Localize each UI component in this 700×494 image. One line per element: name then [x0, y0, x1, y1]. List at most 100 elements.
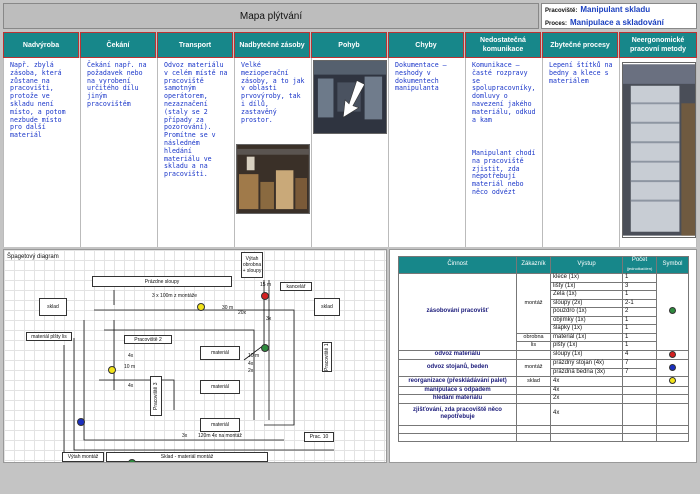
output-cell: sloupy (2x): [550, 298, 623, 308]
material-box-2: materiál: [200, 380, 240, 394]
count-cell: 1: [622, 273, 657, 283]
marker-red: [261, 292, 269, 300]
col-transport: Odvoz materiálu v celém místě na pracovi…: [157, 58, 234, 247]
symbol-red: [669, 350, 676, 358]
count-cell: 1: [622, 315, 657, 325]
count-cell: [622, 376, 657, 387]
count-cell: 7: [622, 367, 657, 378]
route-label-2: 120m 4x na montáž: [198, 433, 242, 439]
output-cell: prázdný stojan (4x): [550, 359, 623, 369]
header-nedostatecna-komunikace: Nedostatečná komunikace: [465, 32, 541, 58]
customer-obrobna: obrobna: [516, 332, 551, 342]
count-20x: 20x: [238, 310, 247, 316]
activity-table-panel: Činnost Zákazník Výstup Počet(jednotka/d…: [389, 249, 697, 463]
header-chyby: Chyby: [388, 32, 464, 58]
col-chyby: Dokumentace – neshody v dokumentech mani…: [388, 58, 465, 247]
output-cell: objímky (1x): [550, 315, 623, 325]
material-box-3: materiál: [200, 418, 240, 432]
count-cell: 7: [622, 359, 657, 369]
output-cell: materiál (1x): [550, 332, 623, 342]
th-cinnost: Činnost: [398, 256, 517, 274]
header-nadbytecne-zasoby: Nadbytečné zásoby: [234, 32, 310, 58]
output-cell: klece (1x): [550, 273, 623, 283]
count-cell: 1: [622, 341, 657, 351]
output-cell: 4x: [550, 376, 623, 387]
pracoviste-3: Pracoviště 3: [150, 376, 162, 416]
symbol-cell-yellow: [656, 376, 689, 387]
customer-cell: [516, 349, 551, 361]
movement-photo: [313, 60, 387, 134]
th-zakaznik: Zákazník: [516, 256, 551, 274]
activity-zjistovani: zjišťování, zda pracoviště něco nepotřeb…: [398, 402, 517, 426]
prazdne-sloupy: Prázdne sloupy: [92, 276, 232, 287]
workplace-value: Manipulant skladu: [580, 5, 651, 14]
count-cell: 2-1: [622, 298, 657, 308]
text-transport: Odvoz materiálu v celém místě na pracovi…: [164, 61, 228, 179]
header-nadvyroba: Nadvýroba: [3, 32, 79, 58]
text-cekani: Čekání např. na požadavek nebo na vyrobe…: [87, 61, 147, 108]
bottom-strip: [3, 465, 697, 491]
process-value: Manipulace a skladování: [570, 18, 664, 27]
customer-sklad: sklad: [516, 376, 551, 387]
dist-30: 30 m: [222, 305, 234, 311]
process-label: Proces:: [545, 21, 568, 27]
symbol-green: [669, 307, 676, 315]
count-cell: 1: [622, 290, 657, 300]
spaghetti-diagram-panel: Špagetový diagram Výtah obrobna + sloupy…: [3, 249, 387, 463]
activity-table: Činnost Zákazník Výstup Počet(jednotka/d…: [398, 256, 689, 443]
header-zbytecne-procesy: Zbytečné procesy: [542, 32, 618, 58]
kancelar: kancelář: [280, 282, 312, 291]
count-cell: 1: [622, 332, 657, 342]
warehouse-stock-photo: [236, 144, 310, 214]
info-box: Pracoviště:Manipulant skladu Proces:Mani…: [541, 3, 697, 29]
output-cell: pouzdro (1x): [550, 307, 623, 317]
text-nadbytecne: Velké mezioperační zásoby, a to jak v ob…: [241, 61, 305, 124]
customer-montaz-2: montáž: [516, 359, 551, 378]
activity-odvoz-materialu: odvoz materiálu: [398, 349, 517, 361]
count-4x-3: 4x: [248, 361, 254, 367]
sklad-material-montaz: Sklad - materiál montáž: [106, 452, 268, 462]
col-nadvyroba: Např. zbylá zásoba, která zůstane na pra…: [3, 58, 80, 247]
material-platy-lis: materiál plšty lis: [26, 332, 72, 341]
pracoviste-2: Pracoviště 2: [124, 335, 172, 344]
prac-10: Prac. 10: [304, 432, 334, 442]
symbol-cell-green: [656, 273, 689, 351]
output-cell: plšty (1x): [550, 341, 623, 351]
output-cell: Zela (1x): [550, 290, 623, 300]
symbol-yellow: [669, 377, 676, 385]
header-pohyb: Pohyb: [311, 32, 387, 58]
pracoviste-1: Pracoviště 1: [322, 342, 332, 372]
customer-lis: lis: [516, 341, 551, 351]
text-komunikace: Komunikace – časté rozpravy se spoluprac…: [472, 61, 536, 124]
spaghetti-title: Špagetový diagram: [7, 254, 59, 260]
symbol-cell-blue: [656, 359, 689, 378]
count-cell: 4: [622, 349, 657, 361]
text-nadvyroba: Např. zbylá zásoba, která zůstane na pra…: [10, 61, 66, 140]
count-4x-2: 4x: [128, 383, 134, 389]
output-cell: sloupy (1x): [550, 349, 623, 361]
dist-10: 10 m: [248, 353, 260, 359]
count-3x: 3x: [266, 316, 272, 322]
vytah-obrobna: Výtah obrobna + sloupy: [241, 252, 263, 278]
text-zbytecne: Lepení štítků na bedny a klece s materiá…: [549, 61, 613, 85]
header-cekani: Čekání: [80, 32, 156, 58]
col-komunikace: Komunikace – časté rozpravy se spoluprac…: [465, 58, 542, 247]
ergonomics-photo: [622, 62, 696, 238]
marker-green-1: [261, 344, 269, 352]
count-cell: 1: [622, 324, 657, 334]
customer-montaz: montáž: [516, 273, 551, 334]
vytah-montaz: Výtah montáž: [62, 452, 104, 462]
marker-yellow-2: [108, 366, 116, 374]
count-2x: 2x: [248, 368, 254, 374]
symbol-blue: [669, 363, 676, 371]
count-4x: 4x: [128, 353, 134, 359]
col-cekani: Čekání např. na požadavek nebo na vyrobe…: [80, 58, 157, 247]
activity-odvoz-stojanu: odvoz stojanů, beden: [398, 359, 517, 378]
page-title: Mapa plýtvání: [3, 3, 539, 29]
col-nadbytecne: Velké mezioperační zásoby, a to jak v ob…: [234, 58, 311, 247]
activity-zasobovani: zásobování pracovišť: [398, 273, 517, 351]
th-symbol: Symbol: [656, 256, 689, 274]
marker-green-2: [128, 459, 136, 462]
output-cell: 4x: [550, 402, 623, 426]
dist-10m: 10 m: [124, 364, 136, 370]
